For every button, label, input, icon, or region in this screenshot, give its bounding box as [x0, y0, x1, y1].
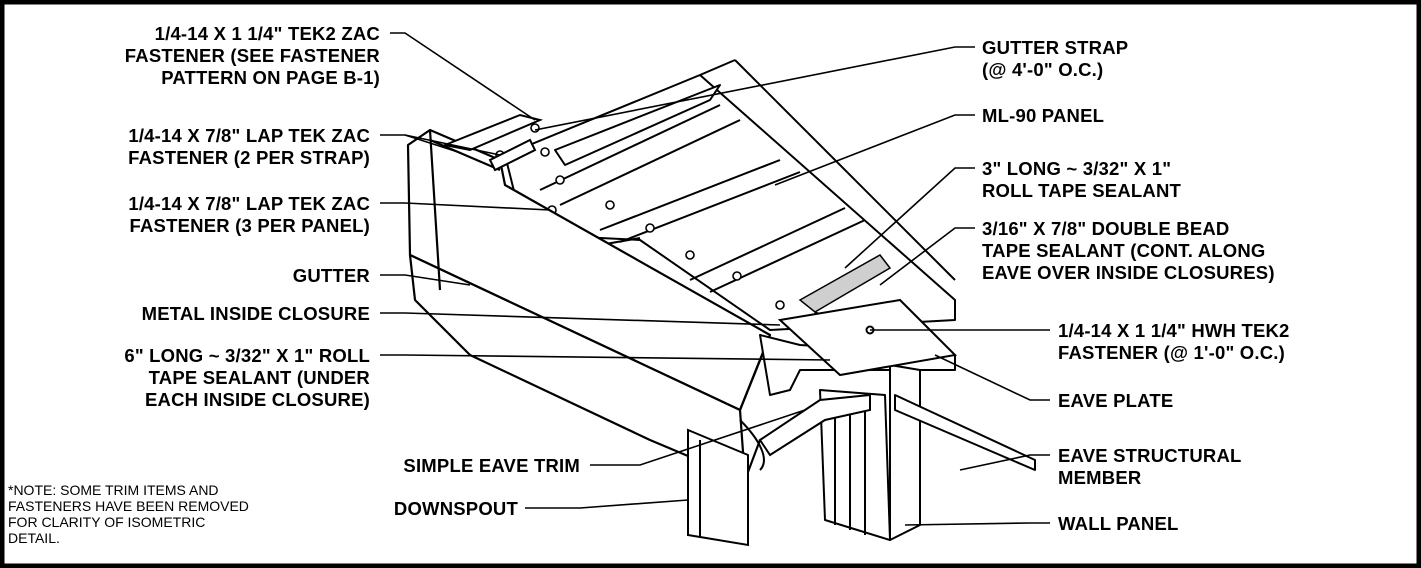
simple-eave-trim-shape: [739, 393, 871, 471]
label-ml90-panel: ML-90 PANEL: [982, 105, 1105, 126]
gutter-strap-shape: [441, 113, 544, 172]
label-eave-plate: EAVE PLATE: [1058, 390, 1174, 411]
label-gutter: GUTTER: [292, 265, 370, 286]
label-simple-eave-trim: SIMPLE EAVE TRIM: [403, 455, 580, 476]
label-downspout: DOWNSPOUT: [393, 498, 518, 519]
label-roll-tape-3in: 3" LONG ~ 3/32" X 1"ROLL TAPE SEALANT: [982, 158, 1182, 201]
eave-structure-shape: [759, 334, 1036, 541]
label-metal-inside-closure: METAL INSIDE CLOSURE: [141, 303, 370, 324]
leader-lines: [380, 32, 1050, 526]
gutter-shape: [406, 128, 772, 482]
label-gutter-strap: GUTTER STRAP(@ 4'-0" O.C.): [982, 37, 1129, 80]
label-wall-panel: WALL PANEL: [1058, 513, 1179, 534]
